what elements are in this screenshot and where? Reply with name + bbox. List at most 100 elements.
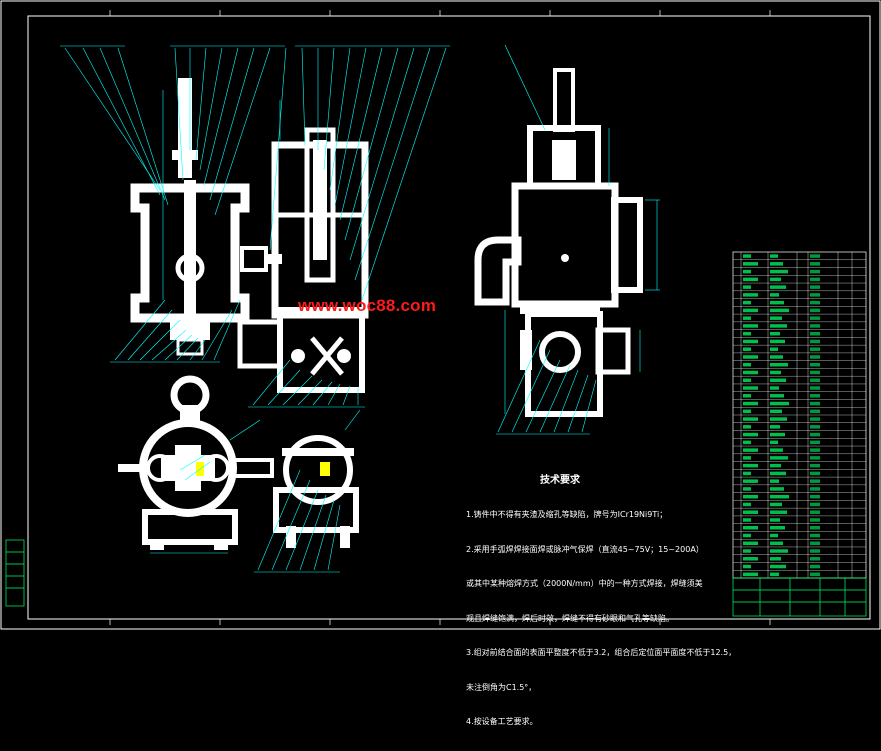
parts-table-cell-mark bbox=[810, 572, 820, 577]
parts-table-cell-mark bbox=[770, 479, 779, 483]
parts-table-cell-mark bbox=[743, 370, 758, 375]
parts-table-cell-mark bbox=[743, 401, 758, 406]
parts-table-cell-mark bbox=[743, 324, 758, 328]
parts-table-cell-mark bbox=[810, 425, 820, 429]
parts-table-cell-mark bbox=[770, 564, 786, 569]
parts-table-cell-mark bbox=[743, 331, 751, 336]
parts-table-cell-mark bbox=[770, 432, 785, 437]
parts-table-cell-mark bbox=[810, 378, 820, 383]
parts-table-cell-mark bbox=[770, 409, 782, 414]
parts-table-cell-mark bbox=[743, 463, 758, 468]
parts-table-cell-mark bbox=[743, 425, 751, 429]
parts-table-cell-mark bbox=[810, 487, 820, 491]
parts-table-cell-mark bbox=[810, 386, 820, 390]
tr-line-3: 或其中某种熔焊方式（2000N/mm）中的一种方式焊接，焊缝须美 bbox=[466, 579, 703, 588]
parts-table-cell-mark bbox=[810, 277, 820, 282]
parts-table-cell-mark bbox=[810, 440, 820, 445]
parts-table-cell-mark bbox=[810, 557, 820, 561]
parts-table-cell-mark bbox=[770, 339, 785, 344]
parts-table-cell-mark bbox=[770, 557, 781, 561]
inner-frame bbox=[27, 15, 871, 620]
parts-table-cell-mark bbox=[810, 324, 820, 328]
parts-table-cell-mark bbox=[743, 339, 758, 344]
parts-table-cell-mark bbox=[743, 417, 758, 421]
parts-table-cell-mark bbox=[810, 331, 820, 336]
parts-table-cell-mark bbox=[770, 386, 779, 390]
parts-table-cell-mark bbox=[743, 300, 751, 305]
parts-table-cell-mark bbox=[743, 432, 758, 437]
parts-table-cell-mark bbox=[743, 456, 751, 460]
parts-table-cell-mark bbox=[743, 502, 751, 507]
tr-line-1: 1.铸件中不得有夹渣及缩孔等缺陷，牌号为ICr19Ni9Ti； bbox=[466, 510, 668, 519]
front-view-assembly bbox=[130, 78, 369, 393]
parts-table-cell-mark bbox=[743, 572, 758, 577]
parts-table-cell-mark bbox=[743, 549, 751, 553]
parts-table-cell-mark bbox=[810, 293, 820, 297]
parts-table-cell-mark bbox=[743, 510, 758, 514]
parts-table-cell-mark bbox=[743, 277, 758, 282]
parts-table-cell-mark bbox=[770, 487, 784, 491]
parts-table-cell-mark bbox=[743, 557, 758, 561]
parts-table-cell-mark bbox=[770, 316, 782, 320]
parts-table-cell-mark bbox=[810, 533, 820, 538]
parts-table-cell-mark bbox=[770, 494, 789, 499]
parts-table-cell-mark bbox=[770, 378, 786, 383]
tr-line-6: 未注倒角为C1.5°， bbox=[466, 682, 537, 692]
parts-table-cell-mark bbox=[810, 502, 820, 507]
parts-table-cell-mark bbox=[810, 285, 820, 289]
leader-lines-side bbox=[496, 44, 660, 435]
cad-drawing: www.woc88.com 技术要求 1.铸件中不得有夹渣及缩孔等缺陷，牌号为I… bbox=[0, 0, 881, 726]
parts-table-cell-mark bbox=[810, 409, 820, 414]
technical-requirements-list: 1.铸件中不得有夹渣及缩孔等缺陷，牌号为ICr19Ni9Ti； 2.采用手弧焊焊… bbox=[466, 486, 736, 751]
left-stamp-table bbox=[5, 539, 25, 607]
parts-table-cell-mark bbox=[743, 355, 758, 359]
tr-line-2: 2.采用手弧焊焊接面焊或脉冲气保焊（直流45~75V；15~200A） bbox=[466, 544, 704, 554]
leader-lines-top bbox=[150, 409, 361, 573]
parts-table-cell-mark bbox=[770, 572, 779, 577]
parts-table-cell-mark bbox=[743, 487, 751, 491]
parts-list-table bbox=[732, 251, 867, 579]
parts-table-cell-mark bbox=[770, 300, 784, 305]
parts-table-cell-mark bbox=[810, 300, 820, 305]
parts-table-cell-mark bbox=[810, 262, 820, 266]
parts-table-cell-mark bbox=[770, 456, 788, 460]
leader-lines-front bbox=[64, 47, 447, 406]
parts-table-cell-mark bbox=[770, 533, 778, 538]
side-view-assembly bbox=[474, 68, 643, 417]
parts-table-cell-mark bbox=[770, 510, 787, 514]
parts-table-cell-mark bbox=[770, 417, 787, 421]
parts-table-cell-mark bbox=[770, 394, 784, 398]
top-view-assembly bbox=[118, 375, 359, 550]
parts-table-cell-mark bbox=[770, 331, 780, 336]
title-block bbox=[732, 577, 867, 617]
parts-table-cell-mark bbox=[810, 456, 820, 460]
watermark-text: www.woc88.com bbox=[298, 296, 437, 315]
parts-table-cell-mark bbox=[743, 541, 758, 546]
parts-table-cell-mark bbox=[770, 362, 788, 367]
parts-table-cell-mark bbox=[743, 308, 758, 313]
parts-table-cell-mark bbox=[770, 518, 780, 522]
parts-table-cell-mark bbox=[810, 525, 820, 530]
parts-table-cell-mark bbox=[770, 308, 789, 313]
parts-table-cell-mark bbox=[810, 362, 820, 367]
outer-border bbox=[0, 0, 881, 630]
parts-table-cell-mark bbox=[810, 269, 820, 274]
parts-table-cell-mark bbox=[810, 471, 820, 476]
parts-table-cell-mark bbox=[810, 541, 820, 546]
parts-table-cell-mark bbox=[810, 463, 820, 468]
parts-table-cell-mark bbox=[770, 347, 778, 351]
parts-table-cell-mark bbox=[743, 564, 751, 569]
parts-table-cell-mark bbox=[770, 549, 788, 553]
parts-table-cell-mark bbox=[743, 254, 751, 258]
parts-table-cell-mark bbox=[743, 394, 751, 398]
parts-table-cell-mark bbox=[743, 316, 751, 320]
parts-table-cell-mark bbox=[770, 541, 783, 546]
parts-table-cell-mark bbox=[743, 409, 751, 414]
parts-table-cell-mark bbox=[743, 448, 758, 452]
parts-table-cell-mark bbox=[810, 448, 820, 452]
parts-table-cell-mark bbox=[743, 471, 751, 476]
parts-table-cell-mark bbox=[743, 362, 751, 367]
parts-table-cell-mark bbox=[743, 518, 751, 522]
parts-table-cell-mark bbox=[810, 355, 820, 359]
parts-table-cell-mark bbox=[810, 316, 820, 320]
